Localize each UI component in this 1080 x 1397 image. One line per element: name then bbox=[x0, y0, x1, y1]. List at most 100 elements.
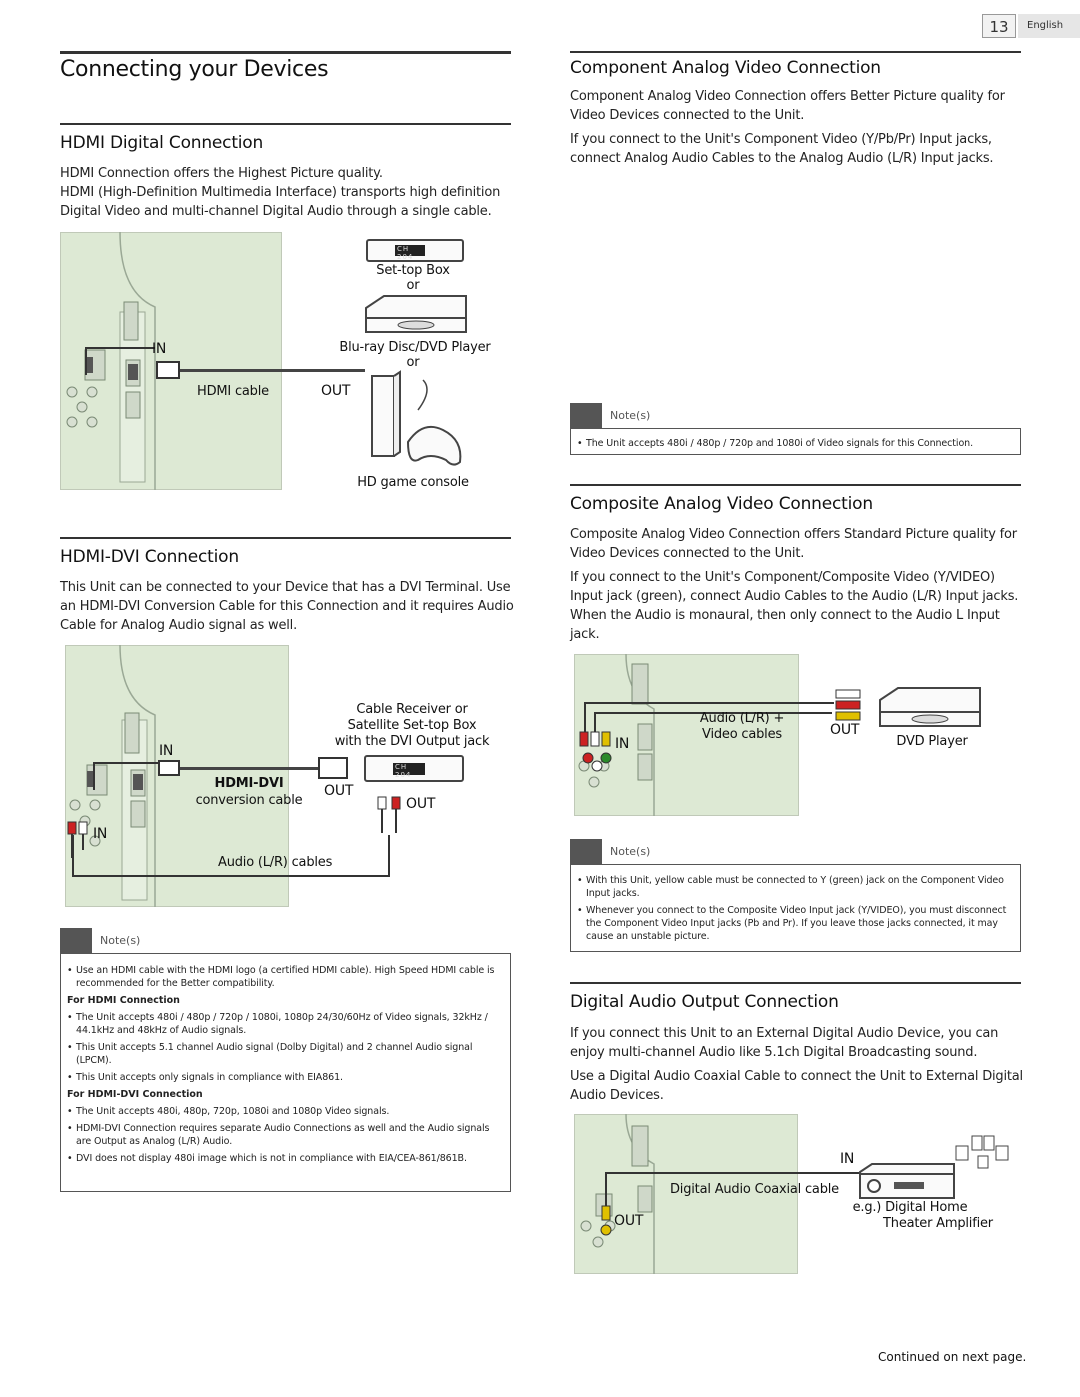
notes-tab bbox=[570, 403, 602, 429]
dvi-device-line3: with the DVI Output jack bbox=[334, 734, 490, 749]
page-number: 13 bbox=[989, 18, 1009, 36]
tv-back-panel-composite bbox=[574, 654, 799, 816]
tv-rca-plugs bbox=[579, 731, 612, 772]
game-console-icon bbox=[371, 370, 462, 466]
digital-audio-para2: Use a Digital Audio Coaxial Cable to con… bbox=[570, 1069, 1023, 1103]
dvi-cable-wire bbox=[180, 767, 320, 770]
language-tab: English bbox=[1018, 14, 1080, 38]
composite-diagram: IN Audio (L/R) + Video cables OUT DVD Pl… bbox=[574, 654, 994, 820]
set-top-display: CH 204 bbox=[395, 245, 425, 261]
page-title: Connecting your Devices bbox=[60, 57, 329, 82]
hdmi-cable-wire bbox=[180, 369, 365, 372]
speakers-icon bbox=[955, 1135, 1009, 1169]
digital-audio-diagram: OUT Digital Audio Coaxial cable IN e.g.)… bbox=[574, 1114, 1014, 1278]
hdmi-dvi-rule bbox=[60, 537, 511, 539]
tv-jacks-illustration bbox=[66, 232, 156, 490]
notes-tab bbox=[570, 839, 602, 865]
continued-label: Continued on next page. bbox=[878, 1350, 1027, 1364]
hdmi-dvi-notes-header: Note(s) bbox=[60, 928, 511, 954]
dvi-device-line1: Cable Receiver or bbox=[356, 702, 468, 717]
hdmi-cable-label: HDMI cable bbox=[197, 384, 269, 399]
composite-note-1: With this Unit, yellow cable must be con… bbox=[575, 874, 1014, 900]
dvi-in-label-bottom: IN bbox=[93, 826, 108, 842]
game-console-label: HD game console bbox=[357, 475, 469, 490]
dvi-in-label-top: IN bbox=[159, 743, 174, 759]
hdmi-cable-connector bbox=[156, 361, 180, 379]
or-label-1: or bbox=[406, 278, 420, 293]
coax-cable bbox=[605, 1172, 859, 1206]
set-top-box-label: Set-top Box bbox=[376, 263, 450, 278]
notes-title: Note(s) bbox=[610, 845, 651, 858]
digital-audio-heading: Digital Audio Output Connection bbox=[570, 992, 839, 1012]
hdmi-in-label: IN bbox=[152, 341, 167, 357]
cable-receiver-icon: CH 204 bbox=[364, 755, 464, 782]
hdmi-rule bbox=[60, 123, 511, 125]
dvi-connector bbox=[318, 757, 348, 779]
disc-player-label: Blu-ray Disc/DVD Player bbox=[339, 340, 491, 355]
composite-para2: If you connect to the Unit's Component/C… bbox=[570, 570, 1019, 642]
dvi-out-label1: OUT bbox=[324, 783, 354, 799]
component-rule bbox=[570, 51, 1021, 53]
dvd-player-icon bbox=[879, 687, 981, 727]
title-rule bbox=[60, 51, 511, 54]
composite-note-2: Whenever you connect to the Composite Vi… bbox=[575, 904, 1014, 943]
dvi-device-line2: Satellite Set-top Box bbox=[347, 718, 477, 733]
dvi-cable-bracket bbox=[93, 762, 158, 790]
composite-out-label: OUT bbox=[830, 722, 860, 738]
composite-notes-box: With this Unit, yellow cable must be con… bbox=[570, 865, 1021, 952]
page-number-box: 13 bbox=[982, 14, 1016, 38]
tv-jacks-illustration-composite bbox=[578, 654, 655, 816]
component-notes-header: Note(s) bbox=[570, 403, 1021, 429]
composite-cable-bracket2 bbox=[594, 712, 832, 732]
hdmi-diagram: IN HDMI cable OUT CH 204 Set-top Box or … bbox=[60, 232, 510, 494]
disc-player-icon bbox=[365, 295, 467, 333]
digital-out-label: OUT bbox=[614, 1213, 644, 1229]
coax-plug bbox=[600, 1205, 612, 1236]
note-general-1: Use an HDMI cable with the HDMI logo (a … bbox=[65, 964, 504, 990]
hdmi-out-label: OUT bbox=[321, 383, 351, 399]
note-dvi-3: DVI does not display 480i image which is… bbox=[65, 1152, 504, 1165]
notes-title: Note(s) bbox=[100, 934, 141, 947]
hdmi-para1: HDMI Connection offers the Highest Pictu… bbox=[60, 166, 383, 181]
dvd-player-label: DVD Player bbox=[896, 734, 968, 749]
digital-audio-rule bbox=[570, 982, 1021, 984]
device-rca-plugs bbox=[835, 689, 861, 721]
digital-cable-label: Digital Audio Coaxial cable bbox=[670, 1182, 839, 1197]
hdmi-dvi-diagram: IN HDMI-DVI conversion cable OUT Cable R… bbox=[60, 645, 510, 910]
composite-cable-line1: Audio (L/R) + bbox=[699, 711, 785, 726]
dvi-audio-label: Audio (L/R) cables bbox=[218, 855, 333, 870]
hdmi-cable-bracket bbox=[85, 347, 155, 375]
set-top-box-icon: CH 204 bbox=[366, 239, 464, 262]
component-para1: Component Analog Video Connection offers… bbox=[570, 89, 1005, 123]
tv-jacks-illustration-dvi bbox=[69, 645, 156, 907]
composite-in-label: IN bbox=[615, 736, 630, 752]
language-label: English bbox=[1027, 20, 1064, 31]
composite-para1: Composite Analog Video Connection offers… bbox=[570, 527, 1017, 561]
component-note-1: The Unit accepts 480i / 480p / 720p and … bbox=[575, 437, 1014, 450]
component-heading: Component Analog Video Connection bbox=[570, 58, 881, 78]
dvi-cable-label1: HDMI-DVI bbox=[214, 776, 284, 791]
note-hdmi-1: The Unit accepts 480i / 480p / 720p / 10… bbox=[65, 1011, 504, 1037]
note-hdmi-2: This Unit accepts 5.1 channel Audio sign… bbox=[65, 1041, 504, 1067]
digital-in-label: IN bbox=[840, 1151, 855, 1167]
hdmi-dvi-notes-box: Use an HDMI cable with the HDMI logo (a … bbox=[60, 954, 511, 1192]
hdmi-para2: HDMI (High-Definition Multimedia Interfa… bbox=[60, 185, 501, 219]
for-dvi-title: For HDMI-DVI Connection bbox=[67, 1089, 203, 1100]
notes-tab bbox=[60, 928, 92, 954]
receiver-display: CH 204 bbox=[393, 763, 425, 779]
amplifier-icon bbox=[859, 1163, 955, 1199]
component-para2: If you connect to the Unit's Component V… bbox=[570, 132, 994, 166]
for-hdmi-title: For HDMI Connection bbox=[67, 995, 180, 1006]
hdmi-dvi-para: This Unit can be connected to your Devic… bbox=[60, 580, 514, 633]
note-hdmi-3: This Unit accepts only signals in compli… bbox=[65, 1071, 504, 1084]
audio-cable-loop bbox=[72, 835, 390, 877]
note-dvi-1: The Unit accepts 480i, 480p, 720p, 1080i… bbox=[65, 1105, 504, 1118]
device-audio-plugs bbox=[377, 796, 401, 833]
digital-audio-para1: If you connect this Unit to an External … bbox=[570, 1026, 999, 1060]
hdmi-dvi-heading: HDMI-DVI Connection bbox=[60, 547, 239, 567]
dvi-hdmi-connector bbox=[158, 760, 180, 776]
component-notes-box: The Unit accepts 480i / 480p / 720p and … bbox=[570, 429, 1021, 455]
dvi-cable-label2: conversion cable bbox=[195, 793, 303, 808]
composite-heading: Composite Analog Video Connection bbox=[570, 494, 873, 514]
note-dvi-2: HDMI-DVI Connection requires separate Au… bbox=[65, 1122, 504, 1148]
